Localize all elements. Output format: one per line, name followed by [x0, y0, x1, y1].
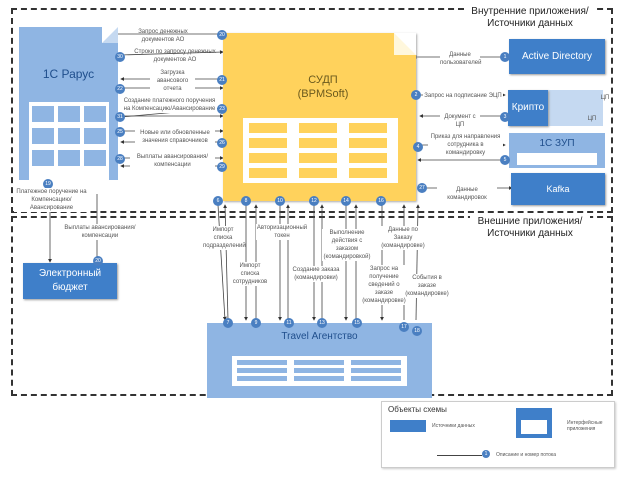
flow-label: Импорт списка сотрудников [232, 262, 268, 286]
legend-source-label: Источники данных [432, 423, 475, 429]
flow-badge: 14 [341, 196, 351, 206]
flow-label: Платежное поручение на Компенсацию/ Аван… [14, 188, 89, 212]
flow-badge: 25 [115, 127, 125, 137]
budget-label-line2: бюджет [52, 282, 88, 293]
flow-label: Данные по Заказу (командировке) [380, 226, 426, 250]
flow-label: Новые или обновленные значения справочни… [135, 129, 215, 145]
internal-zone [11, 8, 613, 213]
flow-label: События в заказе (командировке) [405, 274, 449, 298]
flow-badge: 19 [43, 179, 53, 189]
flow-badge: 7 [223, 318, 233, 328]
legend-interface-label: Интерфейсные приложения [567, 420, 603, 432]
legend-interface-icon [516, 408, 552, 438]
flow-label: Создание платежного поручения на Компенс… [122, 97, 217, 113]
flow-label: Данные командировок [437, 186, 497, 202]
kripto-panel [546, 90, 603, 126]
flow-badge: 12 [309, 196, 319, 206]
kripto-label: Крипто [511, 102, 545, 113]
legend-title: Объекты схемы [388, 405, 447, 414]
rarus-grid [29, 102, 109, 194]
flow-label: Приказ для направления сотрудника в кома… [428, 133, 503, 157]
sudp-title-line1: СУДП [308, 74, 338, 86]
flow-badge: 4 [413, 142, 423, 152]
legend-flow-label: Описание и номер потока [496, 452, 556, 458]
flow-label: Данные пользователей [440, 51, 482, 67]
kafka-box[interactable]: Kafka [511, 173, 605, 205]
flow-badge: 23 [217, 104, 227, 114]
sudp-grid [243, 118, 398, 183]
travel-grid [232, 356, 407, 386]
flow-badge: 28 [115, 154, 125, 164]
zup-app[interactable]: 1С ЗУП [509, 133, 605, 168]
flow-badge: 6 [213, 196, 223, 206]
flow-label: Строки по запросу денежных документов АО [134, 49, 216, 63]
kripto-cp-label-2: ЦП [587, 116, 597, 122]
kafka-label: Kafka [546, 184, 570, 194]
flow-badge: 30 [115, 52, 125, 62]
flow-label: Импорт списка подразделений [203, 226, 246, 250]
flow-badge: 31 [115, 112, 125, 122]
flow-badge: 20 [93, 256, 103, 266]
flow-badge: 20 [217, 30, 227, 40]
kripto-cp-label: ЦП [600, 95, 610, 101]
flow-badge: 1 [500, 52, 510, 62]
flow-label: Запрос на подписание ЭЦП [423, 92, 503, 100]
internal-zone-title: Внутренние приложения/ Источники данных [465, 6, 595, 30]
flow-label: Создание заказа (командировки) [290, 266, 342, 282]
rarus-label: 1С Рарус [42, 67, 95, 81]
legend-flow-badge: 1 [482, 450, 490, 458]
active-directory-box[interactable]: Active Directory [509, 39, 605, 74]
flow-badge: 10 [275, 196, 285, 206]
external-zone-title: Внешние приложения/ Источники данных [470, 216, 590, 240]
travel-agency-app[interactable]: Travel Агентство [207, 323, 432, 398]
flow-label: Запрос денежных документов АО [138, 29, 188, 43]
flow-label: Выплаты авансирования/компенсации [130, 153, 215, 169]
flow-label: Загрузка авансового отчета [150, 69, 195, 93]
zup-label: 1С ЗУП [539, 138, 575, 149]
flow-label: Документ с ЦП [440, 113, 480, 129]
flow-label: Авторизационный токен [256, 224, 308, 240]
legend-flow-arrow [437, 455, 482, 456]
rarus-app[interactable]: 1С Рарус [19, 27, 118, 194]
flow-badge: 17 [399, 322, 409, 332]
flow-badge: 16 [376, 196, 386, 206]
flow-badge: 5 [500, 155, 510, 165]
flow-badge: 29 [217, 162, 227, 172]
flow-badge: 13 [317, 318, 327, 328]
travel-label: Travel Агентство [281, 331, 358, 342]
flow-badge: 26 [217, 138, 227, 148]
budget-label-line1: Электронный [38, 268, 102, 279]
legend: Объекты схемы Источники данных Интерфейс… [381, 401, 615, 468]
flow-label: Выплаты авансирования/компенсации [55, 224, 145, 240]
flow-badge: 21 [217, 75, 227, 85]
sudp-app[interactable]: СУДП (BPMSoft) [223, 33, 416, 201]
flow-label: Запрос на получение сведений о заказе (к… [360, 265, 408, 305]
page-corner [394, 33, 416, 55]
flow-badge: 27 [417, 183, 427, 193]
legend-source-icon [390, 420, 426, 432]
flow-badge: 18 [412, 326, 422, 336]
page-corner [102, 27, 118, 43]
flow-badge: 8 [241, 196, 251, 206]
flow-badge: 11 [284, 318, 294, 328]
flow-badge: 3 [500, 112, 510, 122]
flow-badge: 22 [115, 84, 125, 94]
sudp-title-line2: (BPMSoft) [297, 88, 349, 100]
flow-label: Выполнение действия с заказом (командиро… [322, 229, 372, 261]
electronic-budget-box[interactable]: Электронный бюджет [23, 263, 117, 299]
flow-badge: 15 [352, 318, 362, 328]
zup-grid [517, 153, 597, 165]
kripto-box[interactable]: Крипто [508, 90, 548, 126]
flow-badge: 2 [411, 90, 421, 100]
sudp-title: СУДП (BPMSoft) [243, 73, 403, 101]
flow-badge: 9 [251, 318, 261, 328]
active-directory-label: Active Directory [521, 51, 592, 62]
